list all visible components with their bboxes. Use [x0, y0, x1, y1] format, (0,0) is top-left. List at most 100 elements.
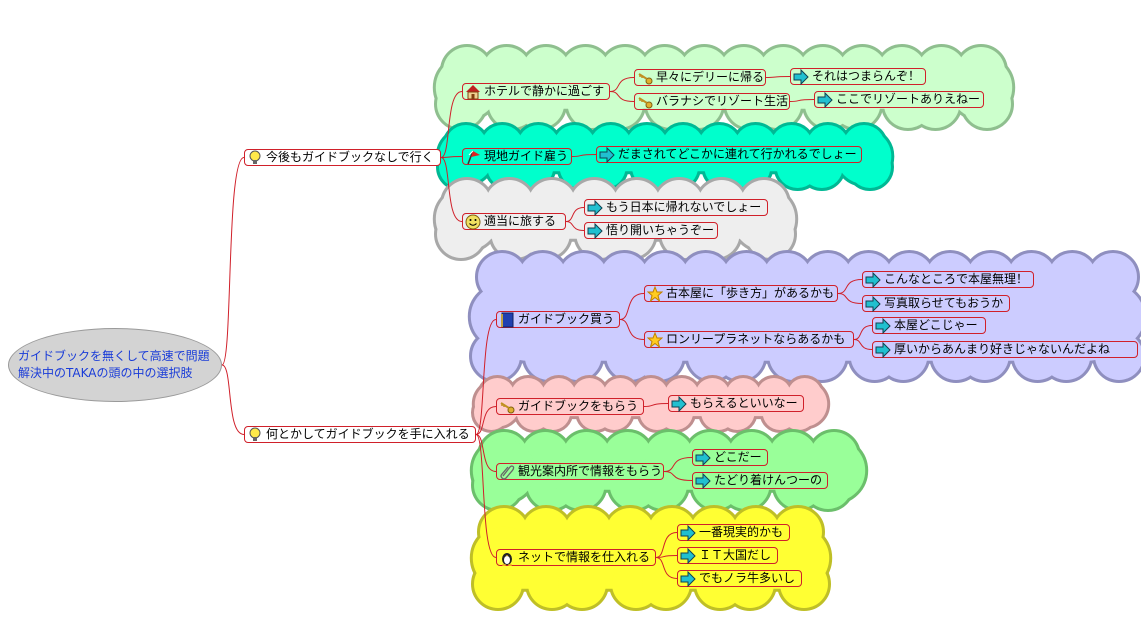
connector-edge: [853, 325, 873, 340]
arrow-icon: [587, 199, 603, 216]
cloud-boundary: [471, 375, 831, 433]
star-icon: [647, 285, 663, 302]
connector-edge: [655, 557, 678, 579]
central-topic[interactable]: ガイドブックを無くして高速で問題 解決中のTAKAの頭の中の選択肢: [8, 328, 222, 402]
topic-node-b3[interactable]: 観光案内所で情報をもらう: [496, 463, 664, 480]
arrow-icon: [695, 449, 711, 466]
topic-node-b4a[interactable]: 一番現実的かも: [677, 524, 790, 541]
topic-label: 今後もガイドブックなしで行く: [266, 150, 434, 164]
connector-edge: [221, 157, 245, 366]
arrow-icon: [680, 570, 696, 587]
penguin-icon: [499, 550, 515, 566]
book-icon: [499, 312, 515, 328]
topic-node-b4c[interactable]: でもノラ牛多いし: [677, 570, 802, 587]
topic-label: それはつまらんぞ！: [812, 69, 921, 83]
topic-node-a1a[interactable]: 早々にデリーに帰る: [634, 69, 766, 86]
topic-node-a1b1[interactable]: ここでリゾートありえねー: [814, 91, 984, 108]
topic-node-b1b2[interactable]: 厚いからあんまり好きじゃないんだよね: [872, 341, 1138, 358]
topic-label: 観光案内所で情報をもらう: [518, 464, 663, 478]
paperclip-icon: [499, 464, 515, 480]
connector-edge: [221, 364, 245, 435]
topic-node-b1a1[interactable]: こんなところで本屋無理！: [862, 271, 1034, 288]
connector-edge: [475, 406, 497, 435]
lightbulb-icon: [247, 427, 263, 443]
topic-node-a3b[interactable]: 悟り開いちゃうぞー: [584, 222, 718, 239]
topic-label: ここでリゾートありえねー: [836, 92, 981, 106]
central-topic-line2: 解決中のTAKAの頭の中の選択肢: [18, 366, 193, 380]
topic-label: もらえるといいなー: [690, 396, 798, 410]
topic-label: 古本屋に「歩き方」があるかも: [666, 286, 835, 300]
connector-edge: [663, 457, 693, 472]
connector-edge: [475, 434, 497, 472]
topic-node-b3b[interactable]: たどり着けんつーの: [692, 472, 828, 489]
cloud-boundary: [469, 429, 869, 512]
connector-edge: [440, 91, 463, 158]
connector-edge: [789, 99, 815, 102]
topic-node-b1a[interactable]: 古本屋に「歩き方」があるかも: [644, 285, 838, 302]
topic-node-a3[interactable]: 適当に旅する: [462, 213, 566, 230]
connector-edge: [609, 91, 635, 102]
topic-node-a1[interactable]: ホテルで静かに過ごす: [462, 83, 610, 100]
topic-label: ガイドブック買う: [518, 312, 615, 326]
connector-edge: [565, 221, 585, 231]
topic-label: バラナシでリゾート生活: [656, 94, 789, 108]
topic-node-b4b[interactable]: ＩＴ大国だし: [677, 547, 778, 564]
topic-node-b2[interactable]: ガイドブックをもらう: [496, 398, 644, 415]
connector-edge: [643, 403, 669, 407]
topic-label: ネットで情報を仕入れる: [518, 550, 651, 564]
connector-edge: [440, 157, 463, 222]
topic-label: 現地ガイド雇う: [484, 149, 569, 163]
topic-node-b[interactable]: 何とかしてガイドブックを手に入れる: [244, 426, 476, 443]
topic-node-a1a1[interactable]: それはつまらんぞ！: [790, 68, 926, 85]
cloud-boundary: [467, 250, 1141, 383]
topic-node-b1a2[interactable]: 写真取らせてもおうか: [862, 295, 1010, 312]
topic-label: 適当に旅する: [484, 214, 557, 228]
house-icon: [465, 84, 481, 100]
connector-edge: [663, 471, 693, 481]
topic-node-a2a[interactable]: だまされてどこかに連れて行かれるでしょー: [596, 146, 862, 163]
arrow-icon: [793, 68, 809, 85]
topic-label: 悟り開いちゃうぞー: [606, 223, 715, 237]
arrow-icon: [587, 222, 603, 239]
topic-label: ガイドブックをもらう: [518, 399, 639, 413]
key-icon: [637, 70, 653, 86]
key-icon: [637, 94, 653, 110]
connector-edge: [475, 434, 497, 558]
arrow-icon: [875, 341, 891, 358]
topic-node-b1b[interactable]: ロンリープラネットならあるかも: [644, 331, 854, 348]
central-topic-line1: ガイドブックを無くして高速で問題: [18, 349, 210, 363]
connector-edge: [571, 154, 597, 157]
topic-node-b2a[interactable]: もらえるといいなー: [668, 395, 804, 412]
topic-node-b4[interactable]: ネットで情報を仕入れる: [496, 549, 656, 566]
arrow-icon: [680, 547, 696, 564]
topic-label: どこだー: [714, 450, 762, 464]
key-icon: [499, 399, 515, 415]
arrow-icon: [817, 91, 833, 108]
topic-node-b1b1[interactable]: 本屋どこじゃー: [872, 317, 986, 334]
connector-edge: [565, 207, 585, 222]
topic-node-a[interactable]: 今後もガイドブックなしで行く: [244, 149, 441, 166]
topic-label: もう日本に帰れないでしょー: [606, 200, 762, 214]
topic-node-b1[interactable]: ガイドブック買う: [496, 311, 620, 328]
connector-edge: [475, 319, 497, 435]
topic-label: こんなところで本屋無理！: [884, 272, 1029, 286]
arrow-icon: [875, 317, 891, 334]
flag-icon: [465, 149, 481, 165]
star-icon: [647, 331, 663, 348]
topic-node-a2[interactable]: 現地ガイド雇う: [462, 148, 572, 165]
topic-node-a1b[interactable]: バラナシでリゾート生活: [634, 93, 790, 110]
topic-label: 早々にデリーに帰る: [656, 70, 765, 84]
arrow-icon: [865, 295, 881, 312]
connector-edge: [655, 532, 678, 558]
topic-label: たどり着けんつーの: [714, 473, 823, 487]
topic-node-a3a[interactable]: もう日本に帰れないでしょー: [584, 199, 768, 216]
connector-edge: [619, 319, 645, 340]
connector-edge: [765, 76, 791, 78]
connector-edge: [837, 279, 863, 294]
topic-label: 本屋どこじゃー: [894, 318, 978, 332]
arrow-icon: [695, 472, 711, 489]
arrow-icon: [671, 395, 687, 412]
topic-node-b3a[interactable]: どこだー: [692, 449, 768, 466]
cloud-boundary: [469, 505, 833, 611]
topic-label: だまされてどこかに連れて行かれるでしょー: [618, 147, 857, 161]
